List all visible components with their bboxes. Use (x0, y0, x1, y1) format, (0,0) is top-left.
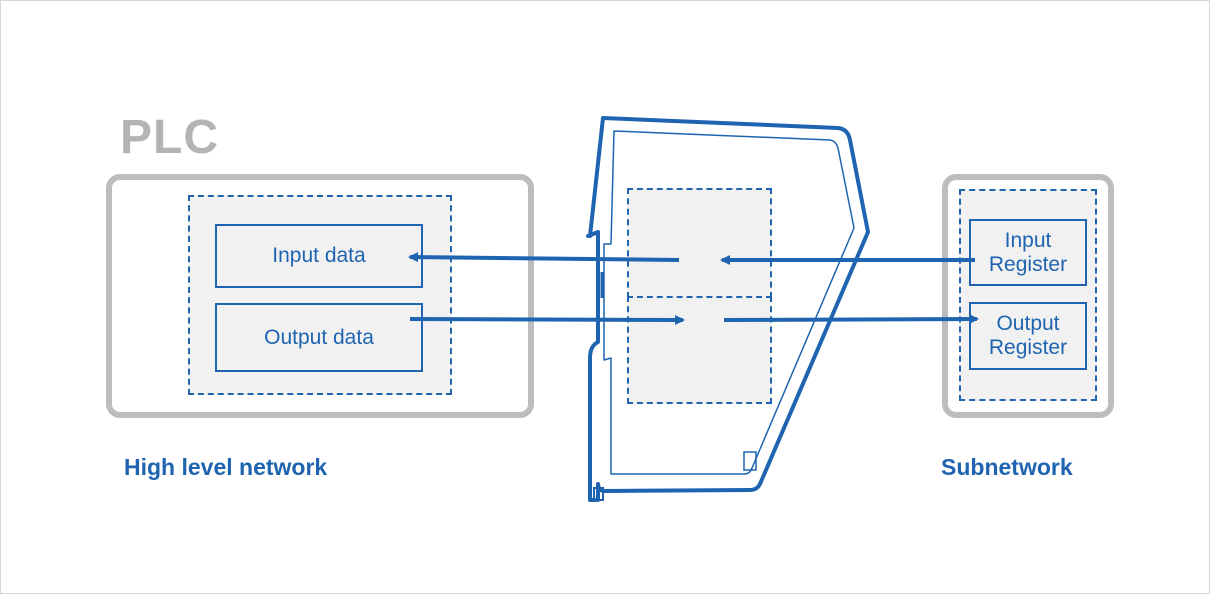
subnetwork-output-register-label: Output Register (988, 312, 1068, 359)
plc-output-data-box: Output data (215, 303, 423, 372)
arrow-gateway-to-plc-input (408, 252, 680, 263)
gateway-foot (593, 487, 604, 501)
gateway-lower-area (627, 296, 772, 404)
arrow-gateway-to-subnet-output (723, 314, 979, 325)
gateway-upper-area (627, 188, 772, 298)
plc-output-data-label: Output data (264, 325, 374, 349)
subnetwork-input-register-box: Input Register (969, 219, 1087, 286)
subnetwork-label: Subnetwork (941, 454, 1073, 480)
gateway-latch (743, 451, 757, 471)
plc-title: PLC (120, 111, 219, 164)
gateway-housing-inner (603, 130, 855, 475)
plc-input-data-box: Input data (215, 224, 423, 288)
arrow-plc-to-gateway-output (409, 314, 685, 325)
gateway-housing-outline (586, 116, 870, 502)
high-level-network-label: High level network (124, 454, 328, 480)
subnetwork-input-register-label: Input Register (988, 228, 1068, 276)
subnetwork-output-register-box: Output Register (969, 302, 1087, 370)
plc-input-data-label: Input data (272, 244, 366, 267)
